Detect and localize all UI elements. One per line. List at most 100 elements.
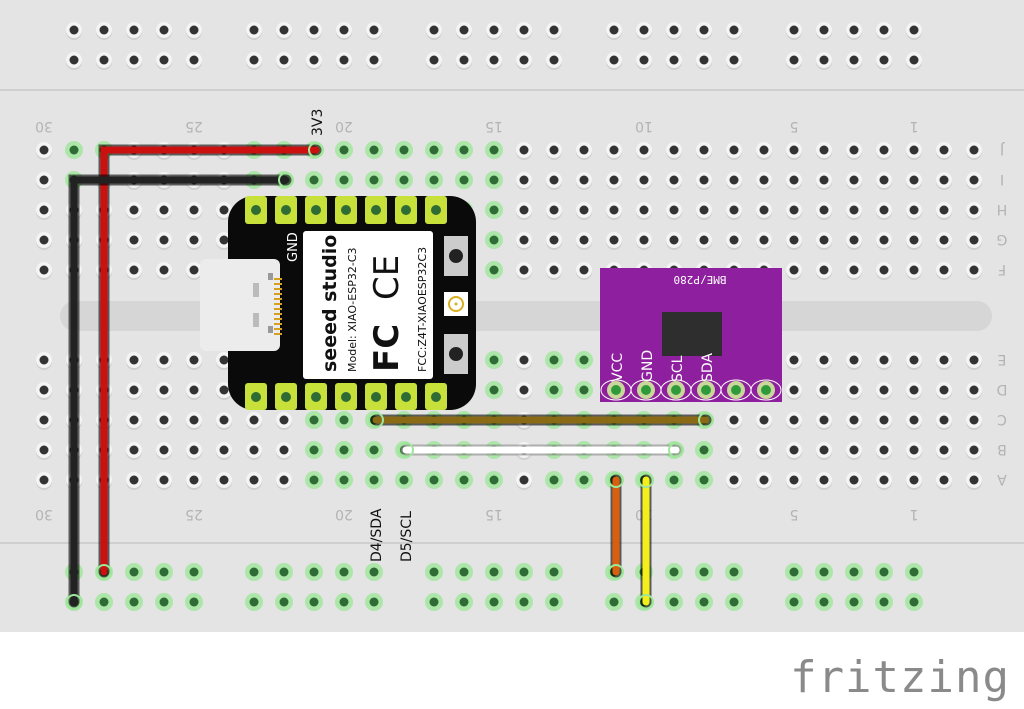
breadboard-hole[interactable] [906,382,922,400]
breadboard-hole[interactable] [936,262,952,280]
breadboard-hole[interactable] [605,593,623,611]
breadboard-hole[interactable] [936,172,952,190]
breadboard-hole[interactable] [455,471,473,489]
breadboard-hole[interactable] [425,141,443,159]
breadboard-hole[interactable] [546,232,562,250]
breadboard-hole[interactable] [546,22,562,40]
breadboard-hole[interactable] [185,593,203,611]
breadboard-hole[interactable] [845,593,863,611]
breadboard-hole[interactable] [186,382,202,400]
breadboard-hole[interactable] [246,22,262,40]
breadboard-hole[interactable] [156,442,172,460]
breadboard-hole[interactable] [125,563,143,581]
breadboard-hole[interactable] [816,412,832,430]
breadboard-hole[interactable] [816,172,832,190]
breadboard-hole[interactable] [36,202,52,220]
breadboard-hole[interactable] [395,471,413,489]
breadboard-hole[interactable] [395,171,413,189]
breadboard-hole[interactable] [636,232,652,250]
breadboard-hole[interactable] [366,52,382,70]
breadboard-hole[interactable] [756,202,772,220]
breadboard-hole[interactable] [786,52,802,70]
breadboard-hole[interactable] [36,262,52,280]
breadboard-hole[interactable] [576,142,592,160]
breadboard-hole[interactable] [786,352,802,370]
breadboard-hole[interactable] [846,232,862,250]
breadboard-hole[interactable] [485,171,503,189]
breadboard-hole[interactable] [126,382,142,400]
breadboard-hole[interactable] [216,202,232,220]
breadboard-hole[interactable] [126,52,142,70]
breadboard-hole[interactable] [36,382,52,400]
breadboard-hole[interactable] [276,442,292,460]
breadboard-hole[interactable] [546,52,562,70]
breadboard-hole[interactable] [906,472,922,490]
breadboard-hole[interactable] [725,563,743,581]
breadboard-hole[interactable] [186,412,202,430]
breadboard-hole[interactable] [786,442,802,460]
breadboard-hole[interactable] [216,472,232,490]
breadboard-hole[interactable] [785,593,803,611]
breadboard-hole[interactable] [126,442,142,460]
breadboard-hole[interactable] [515,593,533,611]
breadboard-hole[interactable] [786,262,802,280]
breadboard-hole[interactable] [786,202,802,220]
white-wire[interactable] [398,442,684,458]
breadboard-hole[interactable] [516,172,532,190]
breadboard-hole[interactable] [36,232,52,250]
breadboard-hole[interactable] [335,593,353,611]
breadboard-hole[interactable] [636,142,652,160]
breadboard-hole[interactable] [695,441,713,459]
breadboard-hole[interactable] [726,232,742,250]
breadboard-hole[interactable] [95,593,113,611]
breadboard-hole[interactable] [786,412,802,430]
breadboard-hole[interactable] [846,142,862,160]
breadboard-hole[interactable] [305,563,323,581]
breadboard-hole[interactable] [876,442,892,460]
breadboard-hole[interactable] [156,472,172,490]
orange-wire[interactable] [608,472,624,580]
breadboard-hole[interactable] [846,172,862,190]
breadboard-hole[interactable] [606,172,622,190]
breadboard-hole[interactable] [636,52,652,70]
breadboard-hole[interactable] [725,593,743,611]
breadboard-hole[interactable] [516,22,532,40]
breadboard-hole[interactable] [545,351,563,369]
breadboard-hole[interactable] [126,412,142,430]
breadboard-hole[interactable] [485,563,503,581]
breadboard-hole[interactable] [156,22,172,40]
breadboard-hole[interactable] [756,232,772,250]
breadboard-hole[interactable] [816,382,832,400]
breadboard-hole[interactable] [306,22,322,40]
breadboard-hole[interactable] [846,52,862,70]
breadboard-hole[interactable] [156,412,172,430]
breadboard-hole[interactable] [575,471,593,489]
breadboard-hole[interactable] [65,141,83,159]
breadboard-hole[interactable] [305,441,323,459]
breadboard-hole[interactable] [786,382,802,400]
breadboard-hole[interactable] [876,262,892,280]
breadboard-hole[interactable] [96,52,112,70]
breadboard-hole[interactable] [966,382,982,400]
breadboard-hole[interactable] [936,202,952,220]
breadboard-hole[interactable] [815,563,833,581]
breadboard-hole[interactable] [875,593,893,611]
breadboard-hole[interactable] [876,352,892,370]
breadboard-hole[interactable] [66,22,82,40]
breadboard-hole[interactable] [276,472,292,490]
breadboard-hole[interactable] [246,472,262,490]
breadboard-hole[interactable] [936,382,952,400]
breadboard-hole[interactable] [365,471,383,489]
breadboard-hole[interactable] [636,202,652,220]
breadboard-hole[interactable] [275,593,293,611]
breadboard-hole[interactable] [906,412,922,430]
breadboard-hole[interactable] [966,142,982,160]
breadboard-hole[interactable] [186,352,202,370]
breadboard-hole[interactable] [816,52,832,70]
breadboard-hole[interactable] [485,351,503,369]
breadboard-hole[interactable] [906,202,922,220]
breadboard-hole[interactable] [575,381,593,399]
breadboard-hole[interactable] [575,351,593,369]
breadboard-hole[interactable] [545,593,563,611]
breadboard-hole[interactable] [305,411,323,429]
